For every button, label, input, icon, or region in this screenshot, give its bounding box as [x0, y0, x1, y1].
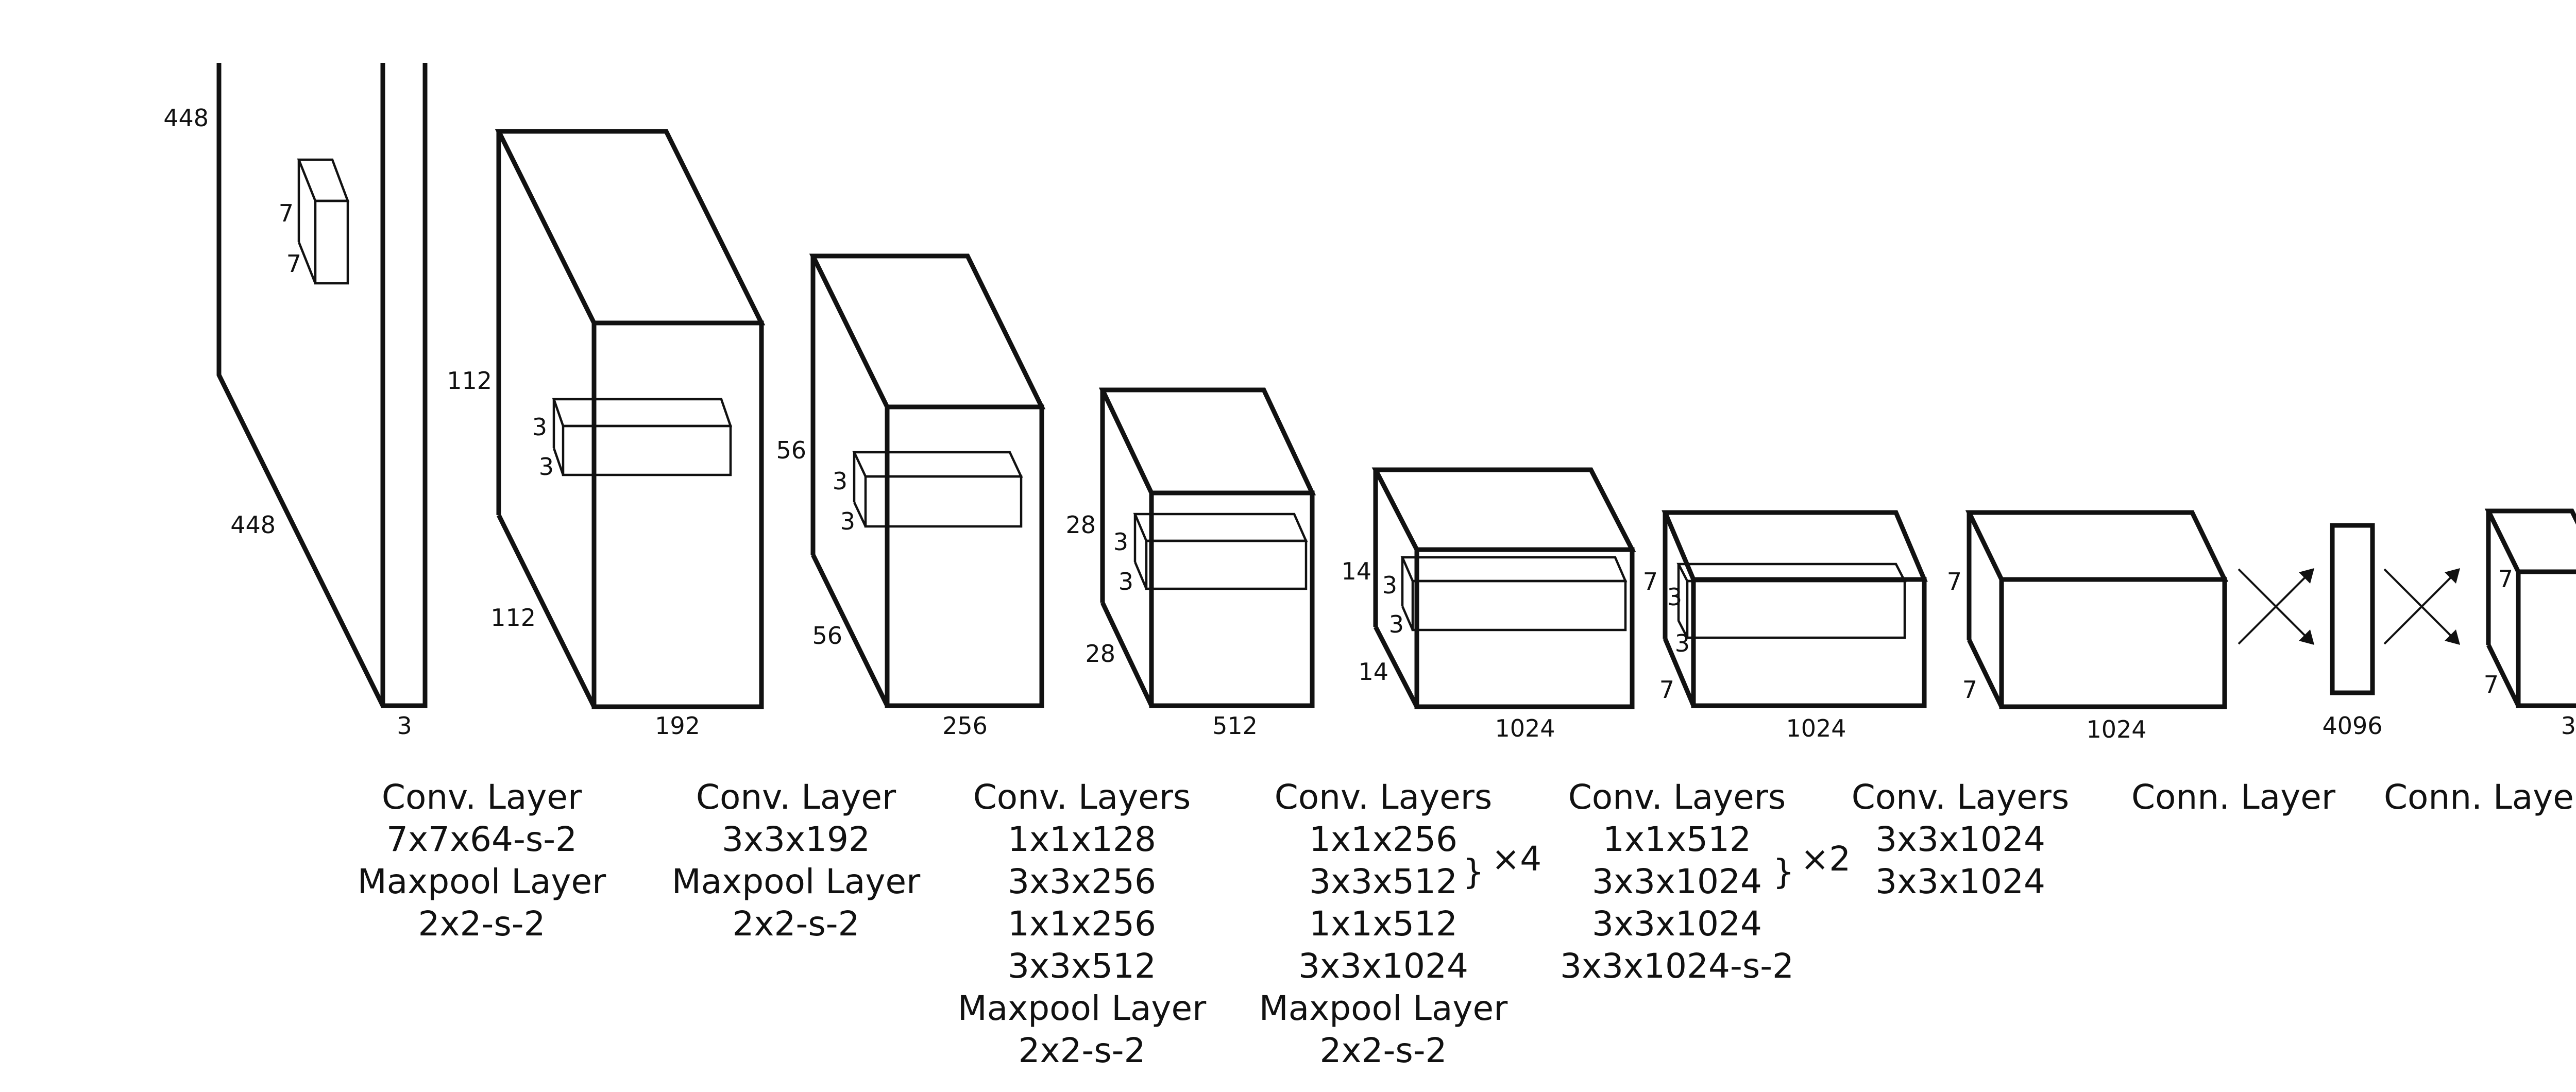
caption-line: 1x1x512 — [1603, 820, 1751, 859]
caption-line: 3x3x256 — [1008, 862, 1156, 901]
caption-5: Conv. Layers 1x1x512 3x3x1024 3x3x1024 3… — [1560, 777, 1794, 986]
connection-arrows-1 — [2238, 568, 2314, 645]
block4-kernel-label-2: 3 — [1389, 610, 1404, 638]
caption-line: Maxpool Layer — [358, 862, 606, 901]
caption-line: 1x1x256 — [1309, 820, 1458, 859]
block1-kernel-label-1: 3 — [532, 413, 547, 441]
kernel-block-5 — [1676, 562, 1907, 639]
block1-width-label: 112 — [490, 604, 536, 632]
block1-kernel-label-2: 3 — [539, 453, 554, 481]
block2-height-label: 56 — [776, 436, 806, 464]
caption-line: 2x2-s-2 — [1319, 1031, 1447, 1070]
volume-56x56x256 — [809, 253, 1046, 708]
block1-channels-label: 192 — [655, 712, 700, 740]
caption-line: 7x7x64-s-2 — [386, 820, 577, 859]
fc-size-label: 4096 — [2322, 712, 2382, 740]
volume-7x7x1024-b — [1965, 510, 2229, 709]
input-kernel-label-2: 7 — [286, 250, 301, 278]
output-width-label: 7 — [2484, 671, 2499, 698]
caption-line: 3x3x512 — [1008, 946, 1156, 986]
repeat-brace-x4: } — [1463, 852, 1484, 892]
block4-width-label: 14 — [1358, 658, 1388, 686]
caption-line: 1x1x256 — [1008, 904, 1156, 944]
caption-line: 3x3x1024 — [1592, 904, 1762, 944]
volume-7x7x1024-a — [1662, 510, 1928, 708]
caption-4: Conv. Layers 1x1x256 3x3x512 1x1x512 3x3… — [1259, 777, 1508, 1070]
caption-8: Conn. Layer — [2384, 777, 2576, 817]
caption-line: Conv. Layer — [382, 777, 582, 817]
block3-height-label: 28 — [1065, 511, 1096, 539]
caption-line: 1x1x512 — [1309, 904, 1458, 944]
block5-height-label: 7 — [1643, 568, 1658, 595]
caption-line: Conv. Layers — [973, 777, 1191, 817]
kernel-block-1 — [552, 398, 733, 476]
block3-width-label: 28 — [1085, 640, 1115, 668]
input-channels-label: 3 — [397, 712, 412, 740]
input-kernel-label-1: 7 — [279, 199, 294, 227]
block6-height-label: 7 — [1947, 568, 1962, 595]
caption-line: 3x3x1024 — [1298, 946, 1468, 986]
caption-line: 2x2-s-2 — [1018, 1031, 1145, 1070]
caption-line: 3x3x192 — [722, 820, 870, 859]
caption-line: 2x2-s-2 — [732, 904, 859, 944]
caption-line: Maxpool Layer — [1259, 988, 1508, 1028]
block4-kernel-label-1: 3 — [1382, 571, 1397, 599]
caption-line: 2x2-s-2 — [418, 904, 545, 944]
output-channels-label: 30 — [2561, 712, 2576, 740]
caption-1: Conv. Layer 7x7x64-s-2 Maxpool Layer 2x2… — [358, 777, 606, 944]
block2-channels-label: 256 — [942, 712, 988, 740]
repeat-count-x2: ×2 — [1801, 839, 1851, 879]
block5-kernel-label-2: 3 — [1675, 629, 1690, 657]
caption-line: Conv. Layers — [1568, 777, 1786, 817]
block5-kernel-label-1: 3 — [1667, 583, 1682, 611]
block4-channels-label: 1024 — [1495, 714, 1555, 742]
caption-line: 1x1x128 — [1008, 820, 1156, 859]
block2-kernel-label-1: 3 — [833, 467, 848, 495]
connection-arrows-2 — [2383, 568, 2460, 645]
output-height-label: 7 — [2498, 565, 2513, 593]
repeat-count-x4: ×4 — [1492, 839, 1541, 879]
input-kernel — [297, 158, 350, 285]
block6-channels-label: 1024 — [2086, 715, 2146, 743]
input-width-label: 448 — [230, 511, 276, 539]
block6-width-label: 7 — [1962, 676, 1977, 704]
caption-line: 3x3x1024 — [1875, 820, 2045, 859]
caption-7: Conn. Layer — [2131, 777, 2336, 817]
block2-kernel-label-2: 3 — [840, 507, 855, 535]
block2-width-label: 56 — [812, 622, 842, 650]
caption-line: 3x3x512 — [1309, 862, 1458, 901]
block3-channels-label: 512 — [1212, 712, 1258, 740]
kernel-block-4 — [1400, 556, 1628, 632]
caption-line: Conn. Layer — [2384, 777, 2576, 817]
volume-28x28x512 — [1098, 387, 1316, 708]
caption-6: Conv. Layers 3x3x1024 3x3x1024 — [1852, 777, 2070, 901]
output-volume-7x7x30 — [2484, 508, 2576, 708]
input-volume — [216, 63, 428, 708]
caption-3: Conv. Layers 1x1x128 3x3x256 1x1x256 3x3… — [958, 777, 1207, 1070]
input-height-label: 448 — [163, 104, 209, 132]
repeat-brace-x2: } — [1773, 852, 1794, 892]
block3-kernel-label-1: 3 — [1113, 528, 1128, 556]
block5-channels-label: 1024 — [1786, 714, 1846, 742]
caption-line: Maxpool Layer — [958, 988, 1207, 1028]
block3-kernel-label-2: 3 — [1118, 568, 1133, 595]
kernel-block-2 — [852, 451, 1023, 528]
block4-height-label: 14 — [1341, 557, 1371, 585]
caption-line: Conv. Layers — [1852, 777, 2070, 817]
caption-line: Conv. Layer — [696, 777, 896, 817]
volume-112x112x192 — [495, 129, 766, 709]
block5-width-label: 7 — [1659, 676, 1674, 704]
caption-line: 3x3x1024 — [1592, 862, 1762, 901]
caption-line: Maxpool Layer — [672, 862, 921, 901]
block1-height-label: 112 — [447, 367, 492, 395]
caption-line: 3x3x1024-s-2 — [1560, 946, 1794, 986]
caption-line: 3x3x1024 — [1875, 862, 2045, 901]
caption-line: Conn. Layer — [2131, 777, 2336, 817]
kernel-block-3 — [1133, 513, 1308, 590]
fc-layer-4096 — [2330, 523, 2375, 695]
volume-14x14x1024 — [1371, 467, 1636, 709]
caption-line: Conv. Layers — [1275, 777, 1493, 817]
caption-2: Conv. Layer 3x3x192 Maxpool Layer 2x2-s-… — [672, 777, 921, 944]
